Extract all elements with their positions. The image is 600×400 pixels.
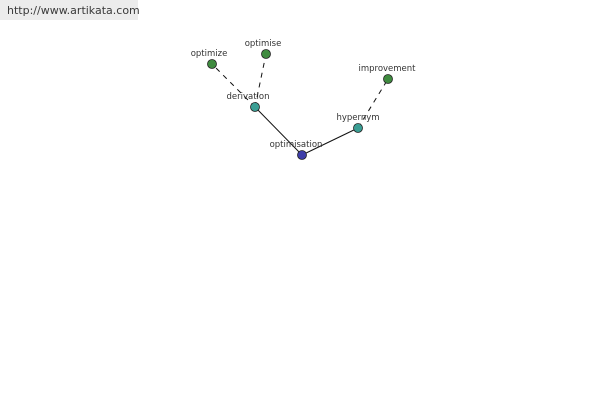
node-dot-improvement[interactable] [383, 74, 393, 84]
node-dot-optimize[interactable] [207, 59, 217, 69]
node-optimisation[interactable]: optimisation [270, 140, 323, 160]
node-label-hypernym: hypernym [336, 113, 379, 123]
edge-optimisation-hypernym [301, 127, 359, 156]
node-dot-derivation[interactable] [250, 102, 260, 112]
node-optimize[interactable]: optimize [191, 49, 228, 69]
node-dot-optimisation[interactable] [297, 150, 307, 160]
node-label-optimize: optimize [191, 49, 228, 59]
node-dot-hypernym[interactable] [353, 123, 363, 133]
node-label-improvement: improvement [358, 64, 416, 74]
nodes: optimisation derivation hypernym optimize op… [191, 39, 416, 160]
url-banner: http://www.artikata.com [0, 0, 140, 20]
edge-optimisation-derivation [254, 106, 303, 156]
node-label-optimise: optimise [245, 39, 282, 49]
edge-derivation-optimize [211, 63, 256, 108]
node-label-optimisation: optimisation [270, 140, 323, 150]
node-improvement[interactable]: improvement [358, 64, 416, 84]
node-dot-optimise[interactable] [261, 49, 271, 59]
node-label-derivation: derivation [226, 92, 269, 102]
edges [211, 53, 389, 156]
node-hypernym[interactable]: hypernym [336, 113, 380, 133]
node-optimise[interactable]: optimise [245, 39, 282, 59]
site-url-link[interactable]: http://www.artikata.com [7, 4, 140, 17]
node-derivation[interactable]: derivation [226, 92, 270, 112]
